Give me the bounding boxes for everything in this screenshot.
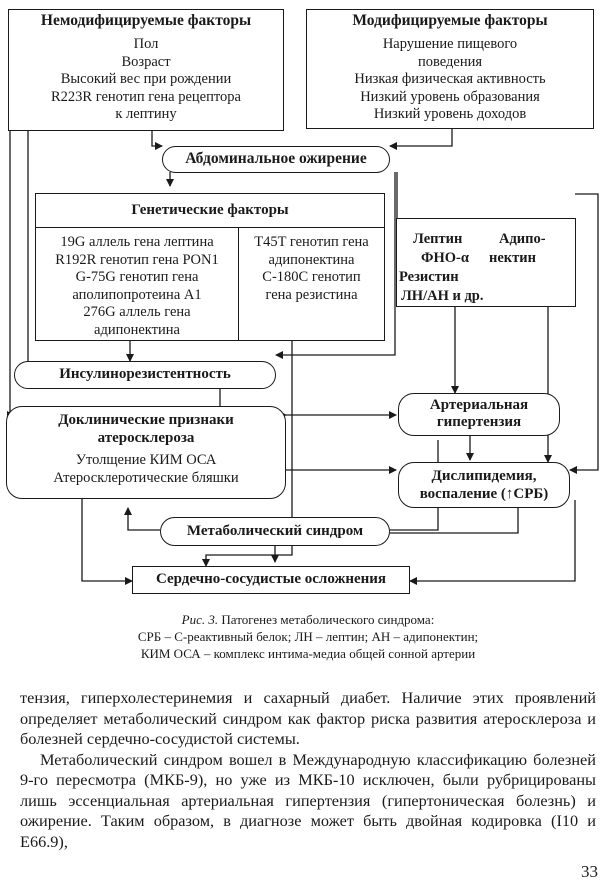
genetic-factors-columns: 19G аллель гена лептина R192R генотип ге… (36, 228, 384, 340)
body-paragraph: Метаболический синдром вошел в Междунаро… (20, 749, 596, 851)
factor-item: Пол (133, 36, 159, 52)
genetic-item: R192R генотип гена PON1 (55, 251, 219, 268)
genetic-factors-right: T45T генотип гена адипонектина C-180C ге… (239, 228, 384, 340)
genetic-item: T45T генотип гена (254, 234, 369, 250)
genetic-factors-title: Генетические факторы (36, 194, 384, 228)
genetic-item: адипонектина (268, 251, 355, 268)
metabolic-syndrome-box: Метаболический синдром (160, 517, 390, 546)
adipokine-adipo-2: нектин (489, 250, 536, 266)
factor-item: Возраст (121, 53, 171, 70)
cardiovascular-complications-box: Сердечно-сосудистые осложнения (132, 566, 410, 594)
genetic-item: 19G аллель гена лептина (60, 234, 214, 250)
preclinical-item: Атеросклеротические бляшки (53, 469, 239, 486)
factor-item: R223R генотип гена рецептора (51, 88, 241, 105)
figure-title: Патогенез метаболического синдрома: (218, 612, 435, 627)
genetic-item: гена резистина (265, 286, 358, 303)
arterial-hypertension-box: Артериальная гипертензия (398, 393, 560, 436)
factor-item: Высокий вес при рождении (60, 71, 232, 87)
adipokines-box: Лептин Адипо- ФНО-α нектин Резистин ЛН/А… (396, 218, 576, 307)
factor-item: Низкий уровень доходов (373, 106, 527, 122)
preclinical-title-line: атеросклероза (97, 430, 195, 446)
preclinical-title-line: Доклинические признаки (58, 412, 234, 428)
factor-item: к лептину (115, 106, 177, 122)
dyslipidemia-box: Дислипидемия, воспаление (↑СРБ) (398, 462, 570, 508)
adipokine-resistin: Резистин (399, 269, 459, 285)
genetic-item: адипонектина (94, 321, 180, 338)
genetic-item: G-75G генотип гена (75, 269, 199, 285)
preclinical-atherosclerosis-box: Доклинические признаки атеросклероза Уто… (6, 406, 286, 499)
figure-number: Рис. 3. (181, 612, 219, 627)
genetic-factors-left: 19G аллель гена лептина R192R генотип ге… (36, 228, 239, 340)
adipokine-leptin: Лептин (413, 231, 463, 247)
genetic-item: C-180C генотип (262, 269, 361, 285)
figure-caption: Рис. 3. Патогенез метаболического синдро… (40, 612, 576, 628)
genetic-item: аполипопротеина A1 (72, 286, 202, 303)
body-paragraph: тензия, гиперхолестеринемия и сахарный д… (20, 688, 596, 748)
nonmodifiable-factors-box: Немодифицируемые факторы Пол Возраст Выс… (8, 9, 284, 131)
insulin-resistance-box: Инсулинорезистентность (14, 361, 276, 389)
adipokine-ratio: ЛН/АН и др. (401, 288, 484, 304)
figure-caption-legend: КИМ ОСА – комплекс интима-медиа общей со… (140, 646, 476, 661)
factor-item: Низкая физическая активность (354, 71, 546, 87)
factor-item: Нарушение пищевого (382, 36, 518, 52)
nonmodifiable-factors-title: Немодифицируемые факторы (40, 12, 252, 29)
arterial-hypertension-line: Артериальная (429, 397, 529, 413)
page-number: 33 (581, 862, 598, 881)
abdominal-obesity-box: Абдоминальное ожирение (162, 146, 390, 173)
factor-item: Низкий уровень образования (360, 88, 540, 105)
genetic-factors-box: Генетические факторы 19G аллель гена леп… (35, 193, 385, 341)
preclinical-item: Утолщение КИМ ОСА (75, 452, 217, 468)
adipokine-tnf: ФНО-α (421, 250, 469, 266)
modifiable-factors-box: Модифицируемые факторы Нарушение пищевог… (306, 9, 594, 129)
arterial-hypertension-line: гипертензия (436, 414, 522, 430)
modifiable-factors-title: Модифицируемые факторы (352, 12, 548, 29)
genetic-item: 276G аллель гена (83, 304, 191, 320)
body-text: тензия, гиперхолестеринемия и сахарный д… (20, 688, 596, 852)
factor-item: поведения (417, 53, 483, 70)
dyslipidemia-line: Дислипидемия, (431, 468, 537, 484)
adipokine-adipo-1: Адипо- (499, 231, 546, 247)
dyslipidemia-line: воспаление (↑СРБ) (419, 486, 549, 502)
figure-caption-legend: СРБ – С-реактивный белок; ЛН – лептин; А… (137, 629, 479, 644)
